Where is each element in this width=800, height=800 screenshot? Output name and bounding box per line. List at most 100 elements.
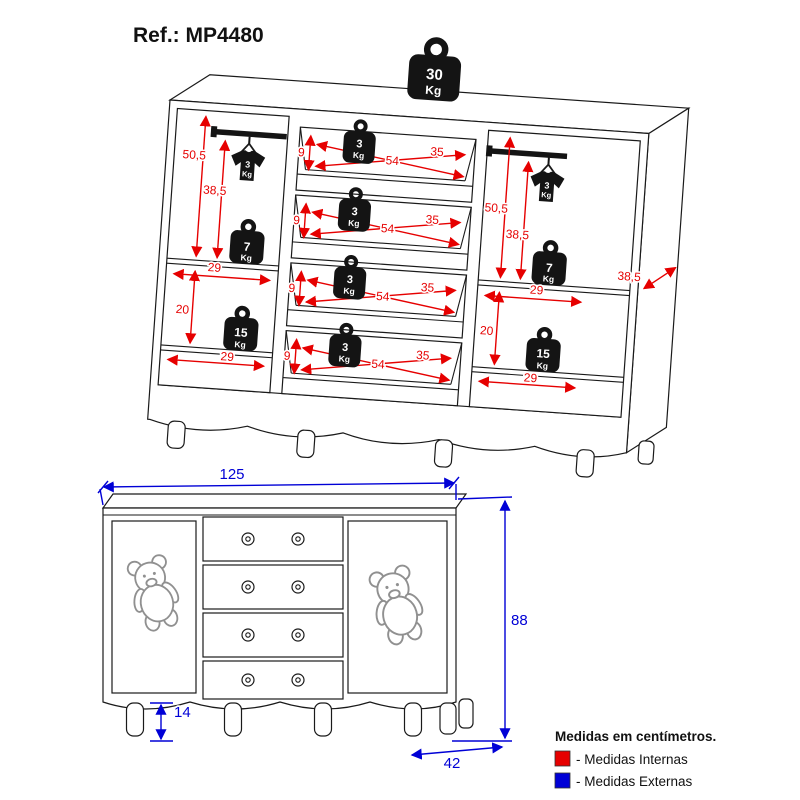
capacity-value: 3	[346, 274, 353, 286]
knob-center	[295, 536, 301, 542]
label-drawer-height: 9	[298, 145, 306, 159]
capacity-value: 15	[536, 346, 551, 361]
shirt-shape	[231, 150, 266, 182]
measure-rod-to-shelf-right: 38,5	[504, 160, 534, 281]
weight-body	[223, 316, 259, 352]
shirt-shape	[530, 171, 565, 202]
capacity-value: 30	[425, 66, 443, 84]
weight-3kg-drawer: 3 Kg	[333, 255, 367, 300]
knob-center	[245, 536, 251, 542]
capacity-value: 7	[243, 240, 251, 254]
knob-center	[295, 584, 301, 590]
external-view: 125 88 42 14	[97, 464, 529, 774]
knob	[241, 628, 255, 642]
capacity-unit: Kg	[348, 218, 360, 229]
label-drawer-width: 54	[371, 357, 386, 372]
measure-label: 29	[207, 260, 222, 275]
weight-body	[342, 130, 376, 164]
hanging-rod-left	[213, 128, 287, 140]
knob	[241, 532, 255, 546]
measure-side-depth: 38,5	[615, 266, 677, 290]
arrow-line	[642, 266, 677, 290]
arrow-line	[489, 291, 505, 366]
measure-label: 29	[523, 370, 538, 385]
weight-15kg-left: 15 Kg	[223, 305, 259, 352]
drawer-4: 9 3 Kg 54 35	[281, 322, 463, 407]
measure-cubby-height-left: 20	[174, 269, 201, 345]
arrow-line	[185, 269, 201, 345]
label-drawer-depth: 35	[416, 348, 431, 363]
knob-center	[295, 677, 301, 683]
knob-center	[245, 584, 251, 590]
weight-7kg-right: 7 Kg	[531, 240, 567, 286]
lower-shelf-top	[160, 344, 273, 354]
arrow-line	[477, 376, 577, 393]
internal-color-swatch	[554, 750, 571, 767]
right-compartment: 3 Kg 50,5 38,5 7 Kg 29	[468, 129, 641, 418]
drawer-1: 9 3 Kg 54 35	[295, 119, 477, 203]
weight-body	[525, 337, 561, 373]
capacity-unit: Kg	[240, 252, 252, 263]
arrow-line	[191, 115, 211, 258]
measure-label: 38,5	[617, 269, 642, 285]
weight-30kg-top: 30 Kg	[407, 37, 462, 102]
arrow-drawer-height	[289, 338, 302, 375]
measure-shelf-width-right-lower: 29	[477, 369, 577, 393]
shelf-top	[166, 257, 279, 267]
capacity-unit: Kg	[242, 169, 253, 179]
knob-center	[245, 677, 251, 683]
measure-hang-height-left: 50,5	[180, 115, 211, 258]
drawer-front	[202, 612, 344, 658]
top-cabinet-feet	[166, 420, 655, 478]
middle-drawers: 9 3 Kg 54 35 9	[281, 119, 477, 407]
measure-label: 88	[511, 612, 528, 629]
weight-15kg-right: 15 Kg	[525, 326, 561, 373]
internal-view: 3 Kg 50,5 38,5 7 Kg 29	[147, 37, 691, 478]
weight-body	[328, 334, 362, 368]
knob	[291, 628, 305, 642]
foot	[166, 420, 186, 450]
weight-3kg-drawer: 3 Kg	[342, 119, 376, 164]
rod-bracket	[210, 125, 218, 138]
measure-label: 50,5	[182, 147, 207, 163]
label-drawer-depth: 35	[420, 280, 435, 295]
knob-center	[295, 632, 301, 638]
foot	[313, 702, 333, 737]
weight-body	[229, 230, 265, 265]
foot	[125, 702, 145, 737]
capacity-unit: Kg	[338, 353, 350, 364]
capacity-value: 3	[351, 206, 358, 218]
measure-label: 125	[219, 466, 244, 483]
foot	[296, 429, 316, 459]
bear-eye	[385, 585, 389, 589]
capacity-unit: Kg	[541, 190, 552, 200]
bear-eye	[142, 574, 146, 578]
foot	[433, 439, 454, 468]
weight-3kg-drawer: 3 Kg	[337, 187, 372, 232]
cabinet-top-surface	[101, 493, 468, 509]
measure-label: 29	[220, 349, 235, 364]
hanger-shirt-icon-right: 3 Kg	[530, 157, 565, 202]
arrow-line	[495, 136, 516, 279]
measure-label: 38,5	[505, 227, 530, 243]
bottom-cabinet-feet	[125, 698, 474, 737]
arrow-drawer-height	[298, 202, 311, 240]
weight-body	[407, 54, 462, 102]
foot-back	[458, 698, 474, 729]
measure-hang-height-right: 50,5	[483, 136, 516, 279]
teddy-bear-left	[126, 554, 180, 632]
capacity-value: 3	[356, 138, 363, 150]
legend: Medidas em centímetros. - Medidas Intern…	[554, 729, 716, 789]
label-drawer-height: 9	[293, 213, 301, 227]
arrow-drawer-depth	[315, 141, 465, 181]
capacity-value: 3	[342, 342, 349, 354]
arrow-drawer-height	[294, 270, 307, 307]
bear-eye	[395, 583, 399, 587]
measure-label: 50,5	[484, 200, 509, 216]
bear-muzzle	[145, 577, 158, 588]
shelf-bottom	[477, 284, 630, 297]
foot-back	[637, 440, 655, 465]
foot	[575, 449, 595, 478]
